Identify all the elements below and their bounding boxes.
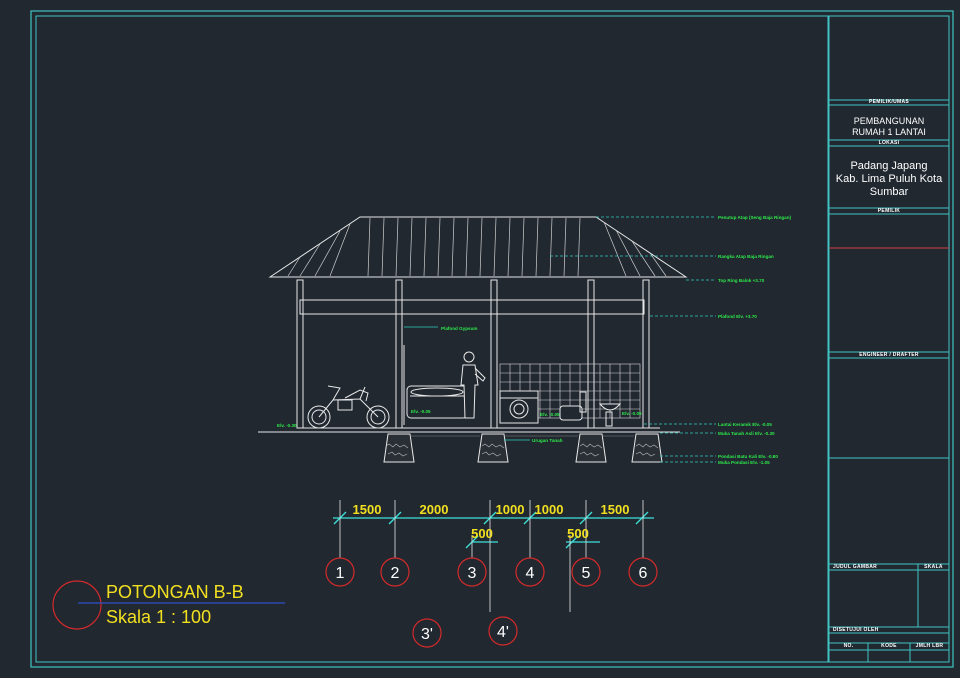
engineer-label: ENGINEER / DRAFTER <box>859 352 919 358</box>
location-line1: Padang Japang <box>850 160 928 172</box>
ring-beam <box>299 299 645 315</box>
annotation-label: Urugan Tanah <box>532 438 563 443</box>
grid-bubble-label: 4 <box>526 565 535 582</box>
grid-bubble-label: 4' <box>497 624 509 641</box>
roof-outline <box>268 216 688 278</box>
grid-bubble-label: 1 <box>336 565 345 582</box>
building-section <box>258 216 688 463</box>
grid-bubble-label: 3 <box>468 565 477 582</box>
dimension-chain <box>333 511 654 549</box>
annotation-label: Plafond Elv. +3.70 <box>718 314 757 319</box>
motorcycle <box>307 385 390 429</box>
annotation-leaders <box>550 216 716 463</box>
person-figure <box>460 351 486 419</box>
project-line1: PEMBANGUNAN <box>853 116 925 126</box>
drawing-title-label: JUDUL GAMBAR <box>833 564 878 570</box>
washing-machine <box>499 390 539 424</box>
annotation-label: Plafond Gypsum <box>441 326 478 331</box>
code-label: KODE <box>881 643 897 649</box>
approved-label: DISETUJUI OLEH <box>833 627 879 633</box>
drawing-scale: Skala 1 : 100 <box>106 607 212 627</box>
annotation-label: Top Ring Balok +3.70 <box>718 278 765 283</box>
annotation-label: Elv. -0.05 <box>411 409 431 414</box>
annotation-label: Elv. -0.05 <box>540 412 560 417</box>
annotation-label: Elv. -0.30 <box>277 423 297 428</box>
annotation-label: Penutup Atap (Seng Baja Ringan) <box>718 215 792 220</box>
project-line2: RUMAH 1 LANTAI <box>852 127 926 137</box>
grid-bubble-label: 2 <box>391 565 400 582</box>
sheet-label: JMLH LBR <box>915 643 944 649</box>
location-line2: Kab. Lima Puluh Kota <box>835 173 943 185</box>
grid-bubble-label: 6 <box>639 565 648 582</box>
foundations <box>383 433 663 463</box>
grid-bubble-label: 5 <box>582 565 591 582</box>
annotation-label: Pondasi Batu Kali Elv. -0.80 <box>718 454 778 459</box>
dimension-label: 500 <box>567 526 589 541</box>
dimension-label: 1500 <box>353 502 382 517</box>
grid-extension-lines <box>339 500 644 612</box>
annotation-label: Rangka Atap Baja Ringan <box>718 254 774 259</box>
grid-bubble-label: 3' <box>421 626 433 643</box>
grid-bubbles <box>52 557 658 648</box>
drawing-title: POTONGAN B-B <box>106 582 244 602</box>
no-label: NO. <box>843 643 854 649</box>
annotation-label: Lantai Keramik Elv. -0.05 <box>718 422 772 427</box>
sheet-outer-border <box>30 10 954 668</box>
dimension-label: 1500 <box>601 502 630 517</box>
scale-label: SKALA <box>924 564 943 570</box>
designer-label: PEMILIK <box>877 208 901 214</box>
sheet-inner-border <box>35 15 829 663</box>
roof-hatching <box>287 217 667 277</box>
dimension-label: 500 <box>471 526 493 541</box>
title-block-frame <box>828 15 950 663</box>
owner-label: PEMILIK/UMAS <box>869 99 909 105</box>
dimension-label: 2000 <box>420 502 449 517</box>
dimension-label: 1000 <box>496 502 525 517</box>
toilet-fixture <box>559 391 587 421</box>
location-label: LOKASI <box>878 140 900 146</box>
sink-fixture <box>598 403 622 427</box>
location-line3: Sumbar <box>869 186 909 198</box>
dimension-label: 1000 <box>535 502 564 517</box>
annotation-label: Muka Pondasi Elv. -1.05 <box>718 460 770 465</box>
annotation-label: Elv. -0.05 <box>622 411 642 416</box>
annotation-label: Muka Tanah Asli Elv. -0.30 <box>718 431 775 436</box>
bed <box>406 385 468 419</box>
